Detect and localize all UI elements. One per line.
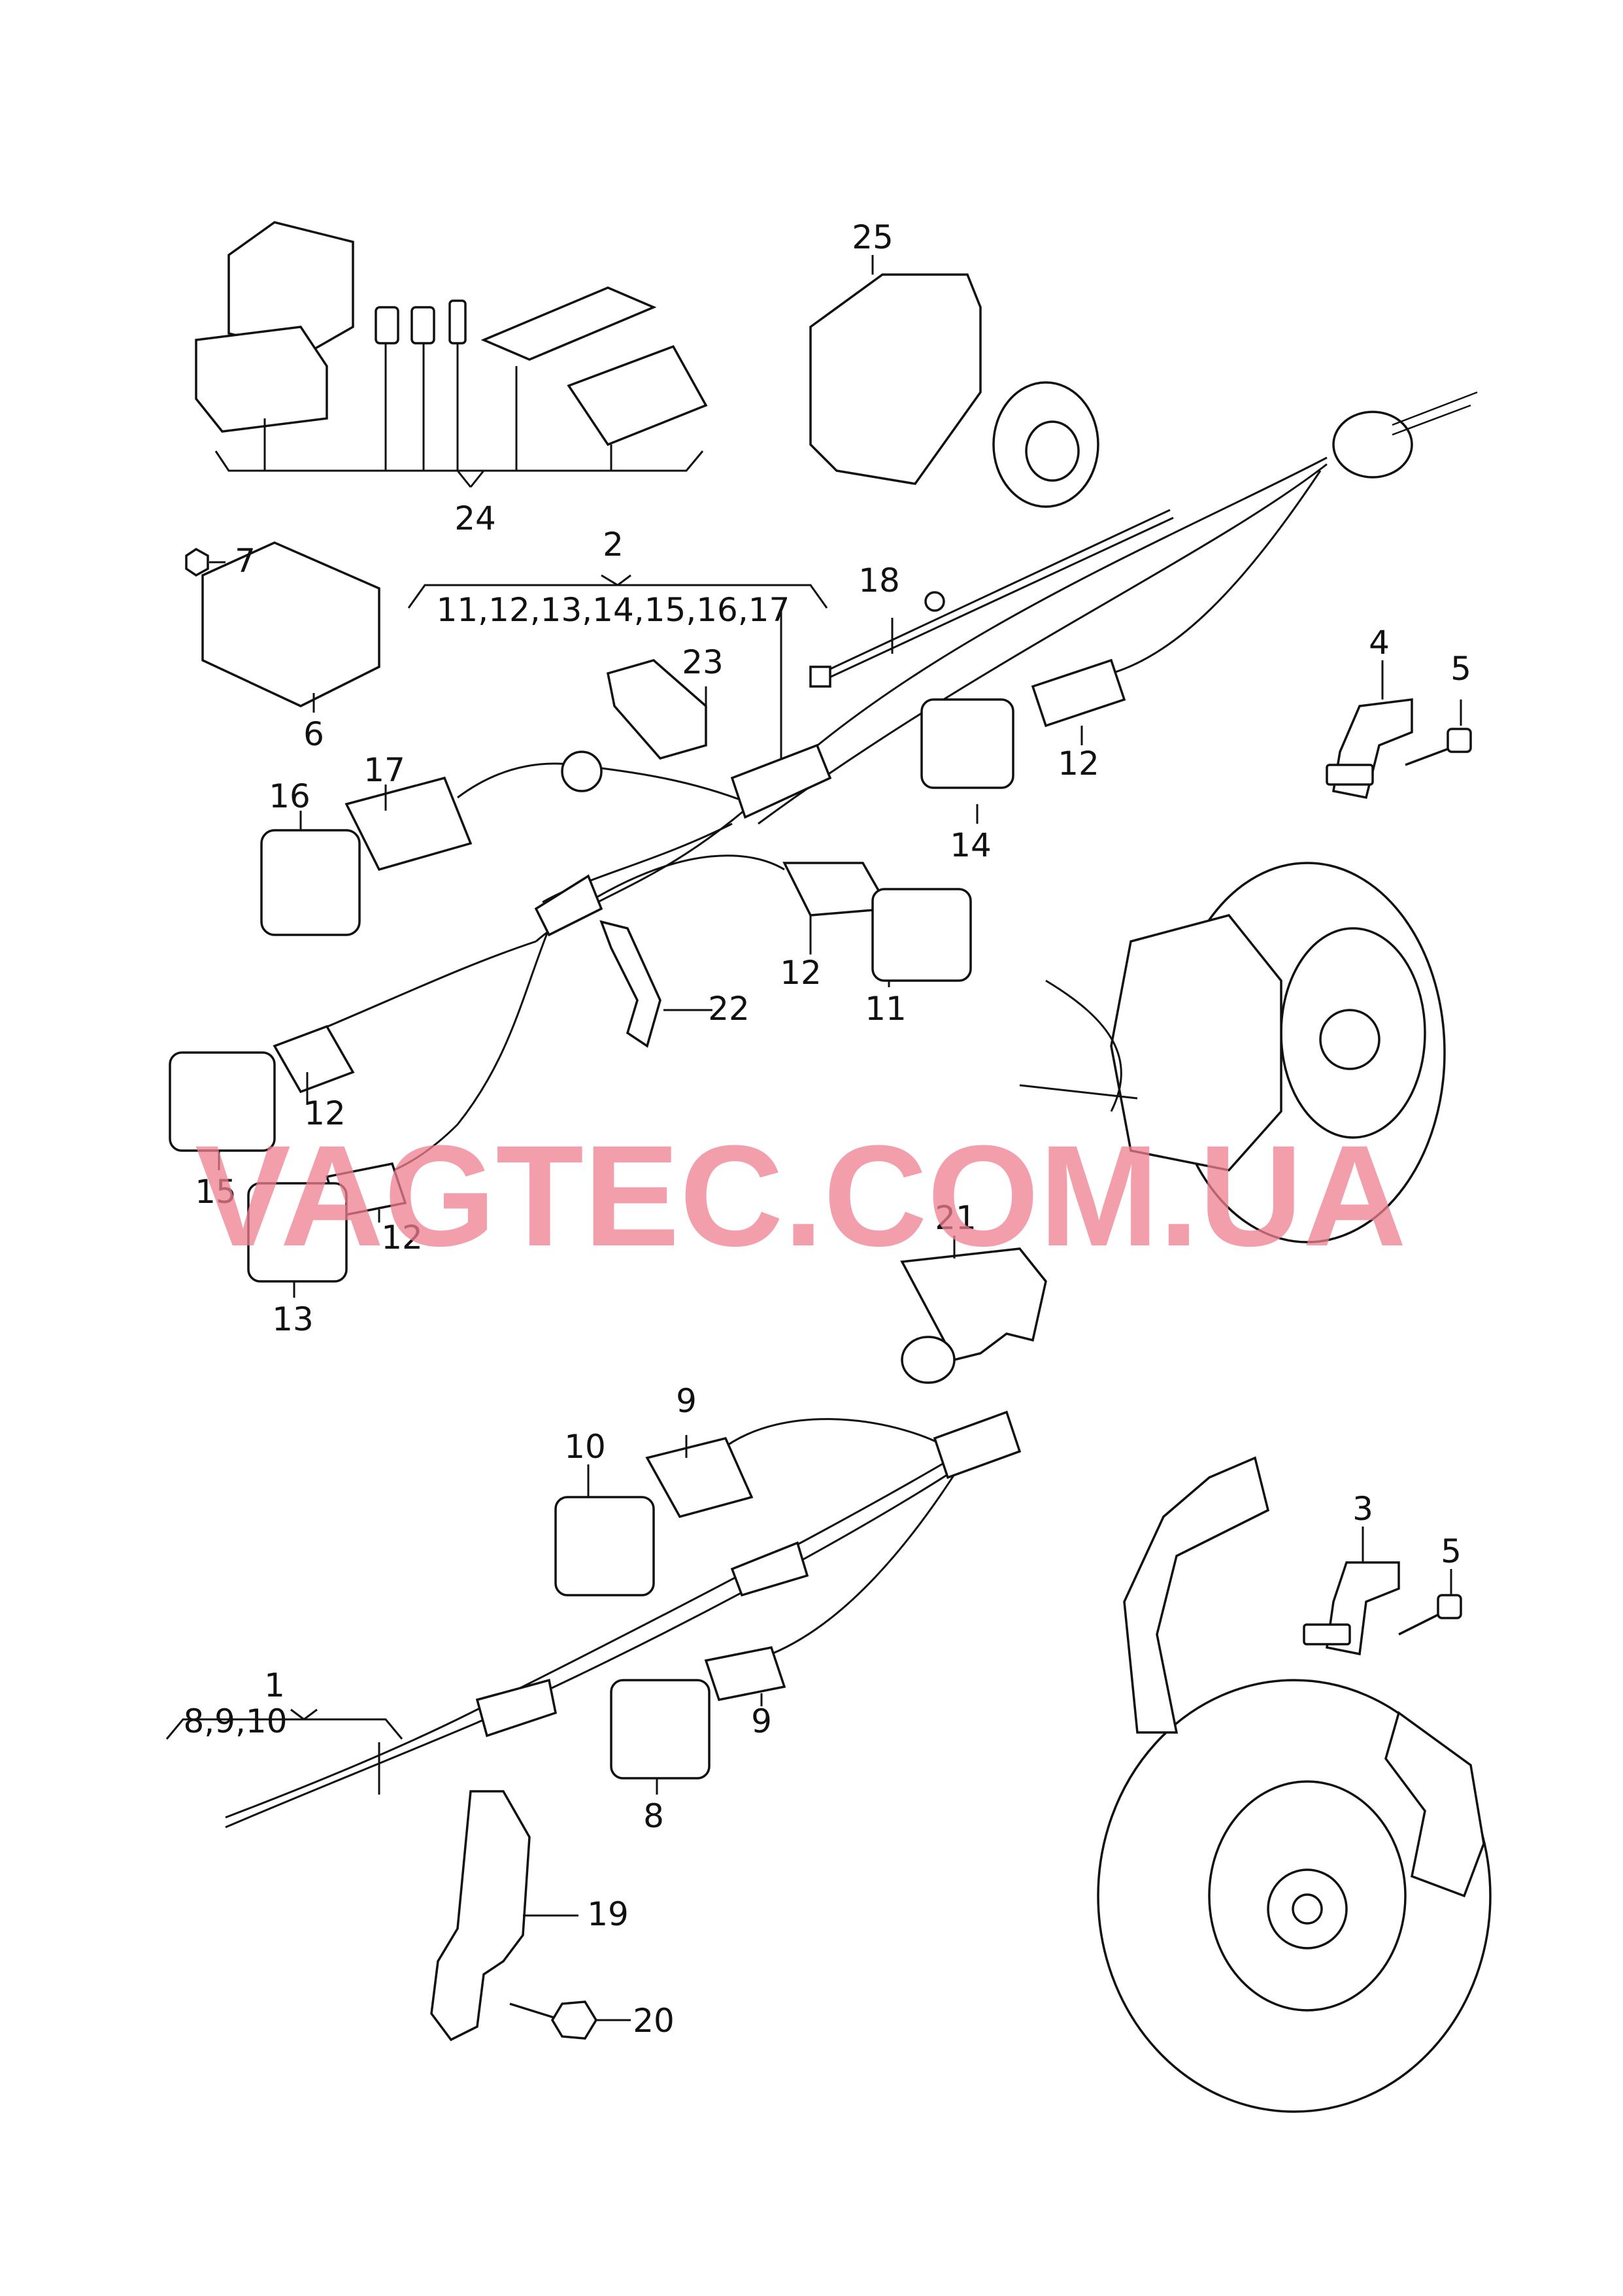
label-12-mid: 12 bbox=[780, 954, 822, 992]
label-19: 19 bbox=[587, 1895, 629, 1933]
part-5-bolt-lower bbox=[1398, 1569, 1462, 1636]
label-21: 21 bbox=[935, 1199, 977, 1237]
part-6-control-module bbox=[185, 541, 380, 713]
label-20: 20 bbox=[633, 2002, 675, 2040]
label-6: 6 bbox=[303, 715, 324, 753]
label-16: 16 bbox=[269, 777, 310, 815]
label-11: 11 bbox=[865, 990, 907, 1028]
leader-lines bbox=[165, 574, 1083, 1795]
part-20-bolt bbox=[509, 2001, 631, 2040]
part-4-speed-sensor bbox=[1326, 660, 1413, 800]
label-12-low: 12 bbox=[381, 1219, 423, 1257]
label-9-upper: 9 bbox=[676, 1382, 697, 1420]
part-19-bracket bbox=[430, 1790, 578, 2042]
part-5-bolt-upper bbox=[1405, 700, 1472, 766]
label-17: 17 bbox=[363, 751, 405, 789]
part-24-control-unit-kit bbox=[195, 221, 708, 488]
label-5-upper: 5 bbox=[1450, 650, 1471, 688]
part-1-wiring-harness bbox=[225, 1410, 1022, 1829]
label-5-lower: 5 bbox=[1441, 1532, 1462, 1570]
label-8: 8 bbox=[643, 1797, 664, 1835]
part-22-bracket bbox=[599, 920, 712, 1048]
label-7: 7 bbox=[235, 542, 256, 580]
label-13: 13 bbox=[272, 1300, 314, 1338]
rear-hub-assembly bbox=[1097, 1456, 1492, 2113]
label-10: 10 bbox=[564, 1428, 606, 1466]
part-18-cable-tie bbox=[809, 509, 1174, 688]
watermark: VAGTEC.COM.UA bbox=[195, 1115, 1407, 1276]
label-3: 3 bbox=[1352, 1490, 1373, 1528]
label-24: 24 bbox=[454, 499, 496, 537]
label-4: 4 bbox=[1369, 624, 1390, 662]
label-22: 22 bbox=[708, 990, 750, 1028]
front-brake-assembly bbox=[1019, 862, 1446, 1243]
label-1-sub: 8,9,10 bbox=[183, 1702, 287, 1740]
part-3-speed-sensor bbox=[1303, 1527, 1400, 1656]
label-18: 18 bbox=[858, 562, 900, 599]
part-2-wiring-harness bbox=[169, 391, 1478, 1283]
part-23-clip bbox=[606, 659, 707, 760]
label-14: 14 bbox=[950, 826, 992, 864]
part-25-hydraulic-unit bbox=[809, 255, 1099, 508]
part-21-bracket bbox=[900, 1236, 1047, 1384]
label-15: 15 bbox=[195, 1173, 237, 1211]
label-1: 1 bbox=[264, 1666, 285, 1704]
label-12-upper: 12 bbox=[1058, 745, 1099, 783]
label-2: 2 bbox=[603, 526, 624, 564]
label-2-sub: 11,12,13,14,15,16,17 bbox=[437, 591, 790, 629]
label-9-lower: 9 bbox=[751, 1702, 772, 1740]
label-23: 23 bbox=[682, 643, 724, 681]
label-12-left: 12 bbox=[304, 1094, 346, 1132]
label-25: 25 bbox=[852, 218, 894, 256]
part-labels: 24 25 7 6 2 11,12,13,14,15,16,17 18 23 1… bbox=[183, 218, 1471, 2040]
